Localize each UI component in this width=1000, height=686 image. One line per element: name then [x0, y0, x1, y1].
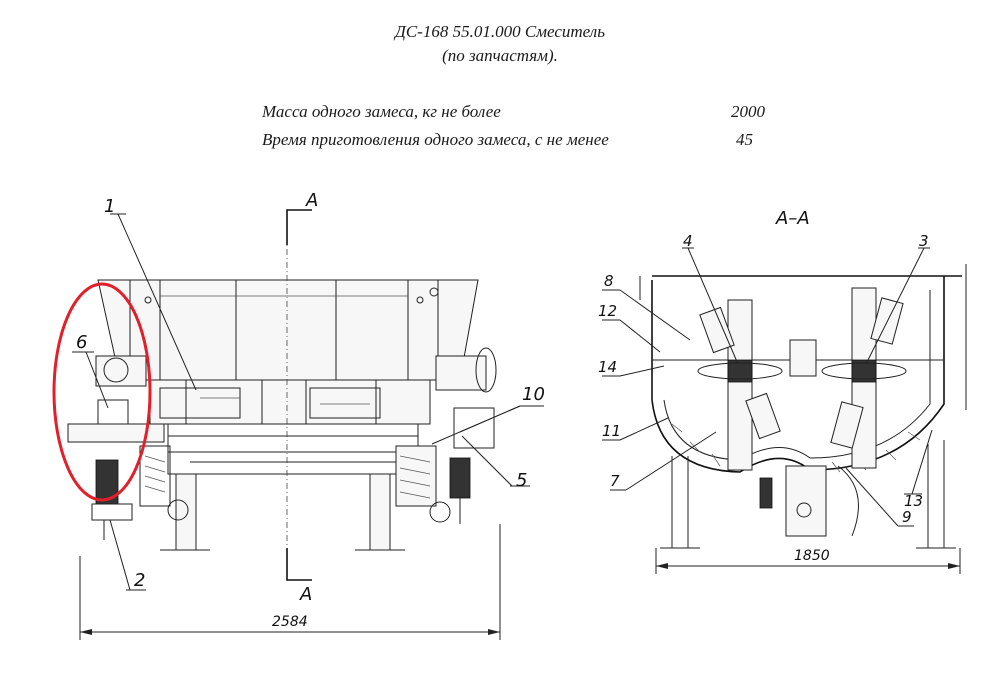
- drawing-subtitle: (по запчастям).: [442, 46, 558, 65]
- spec-mass-value: 2000: [731, 102, 765, 121]
- callout-2: 2: [134, 570, 145, 591]
- dimension-1850: 1850: [794, 548, 830, 564]
- callout-6: 6: [76, 332, 87, 353]
- callout-12: 12: [598, 302, 617, 320]
- callout-1: 1: [104, 196, 115, 217]
- dimension-2584: 2584: [272, 614, 308, 630]
- callout-7: 7: [610, 472, 620, 490]
- callout-11: 11: [602, 422, 621, 440]
- highlight-ellipse: [52, 282, 152, 502]
- right-shaft-assembly: [821, 287, 907, 469]
- drawing-title: ДС-168 55.01.000 Смеситель: [395, 22, 605, 41]
- callout-4: 4: [683, 232, 693, 250]
- callout-13: 13: [904, 492, 923, 510]
- section-view-title: A–A: [775, 208, 810, 229]
- right-drive-assembly: [395, 347, 497, 524]
- front-leg-right: [369, 473, 391, 551]
- spec-time-value: 45: [736, 130, 753, 149]
- callout-3: 3: [919, 232, 929, 250]
- front-leg-left: [175, 473, 197, 551]
- trough-body: [149, 379, 431, 425]
- spec-mass-label: Масса одного замеса, кг не более: [262, 102, 501, 121]
- left-drive-assembly: [67, 355, 189, 540]
- section-marker-bottom: A: [299, 584, 312, 605]
- section-view: A–A: [598, 208, 967, 574]
- callout-14: 14: [598, 358, 617, 376]
- left-shaft-assembly: [697, 299, 783, 471]
- callout-10: 10: [522, 384, 545, 405]
- spec-time-label: Время приготовления одного замеса, с не …: [262, 130, 609, 149]
- section-marker-top: A: [305, 190, 318, 211]
- callout-9: 9: [902, 508, 912, 526]
- callout-5: 5: [516, 470, 527, 491]
- callout-8: 8: [604, 272, 614, 290]
- front-view: A A 2584 1 6 10 5 2: [52, 190, 545, 640]
